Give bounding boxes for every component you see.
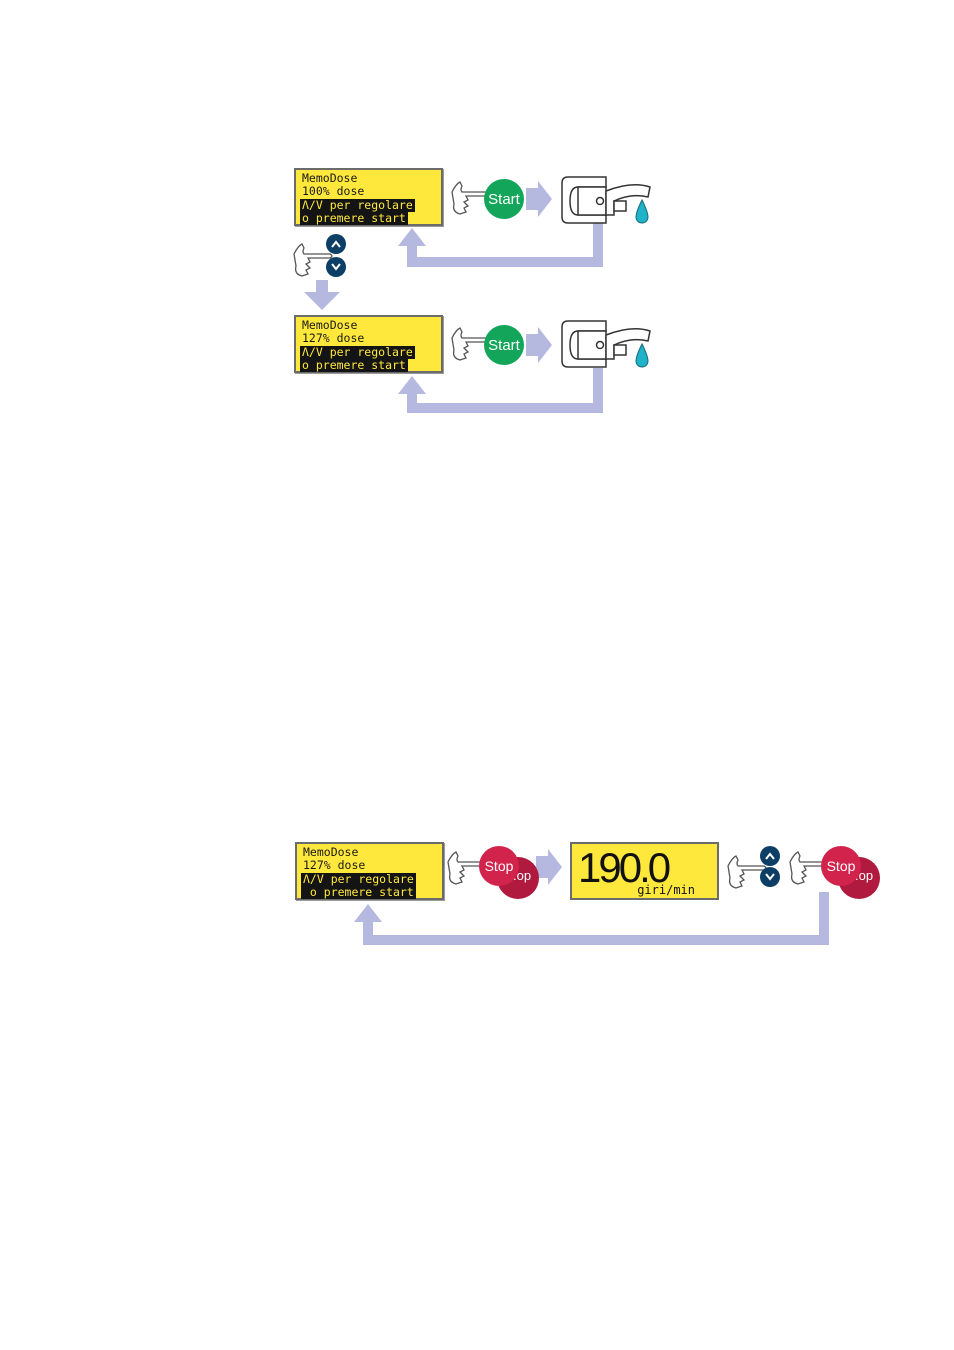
up-button[interactable]: [326, 234, 346, 254]
lcd-line-4: o premere start: [300, 210, 408, 226]
stop-button-1[interactable]: Stop: [479, 846, 519, 886]
speed-display: 190.0 giri/min: [570, 842, 719, 900]
chevron-up-icon: [331, 240, 341, 248]
lcd-display-3: MemoDose 127% dose Λ/V per regolare o pr…: [295, 842, 444, 900]
lcd-line-3: Λ/V per regolare: [301, 871, 416, 886]
lcd-display-2: MemoDose 127% dose Λ/V per regolare o pr…: [294, 315, 443, 373]
down-button-2[interactable]: [760, 867, 780, 887]
arrow-start-to-pump-2: [526, 327, 552, 363]
lcd-line-2: 127% dose: [303, 858, 366, 873]
drop-icon-2: [635, 343, 649, 368]
chevron-down-icon: [331, 263, 341, 271]
arrow-start-to-pump-1: [526, 181, 552, 217]
arrow-stop-to-speed: [536, 849, 562, 885]
lcd-line-2: 100% dose: [302, 184, 365, 199]
start-button-2[interactable]: Start: [484, 325, 524, 365]
drop-icon-1: [635, 199, 649, 224]
lcd-line-3: Λ/V per regolare: [300, 344, 415, 359]
return-loop-arrow-3: [354, 892, 829, 945]
lcd-line-1: MemoDose: [302, 318, 358, 332]
stop-button-2[interactable]: Stop: [821, 846, 861, 886]
lcd-line-1: MemoDose: [302, 171, 358, 185]
return-loop-arrow-2: [398, 368, 603, 413]
return-loop-arrow-1: [398, 222, 603, 267]
speed-unit: giri/min: [637, 883, 695, 897]
up-button-2[interactable]: [760, 846, 780, 866]
lcd-line-1: MemoDose: [303, 845, 359, 859]
start-button-1[interactable]: Start: [484, 179, 524, 219]
arrow-down-to-sequence-2: [304, 280, 340, 310]
speed-value: 190.0: [578, 844, 671, 891]
down-button[interactable]: [326, 257, 346, 277]
lcd-line-4: o premere start: [300, 357, 408, 373]
lcd-line-2: 127% dose: [302, 331, 365, 346]
lcd-line-4: o premere start: [301, 884, 416, 900]
chevron-down-icon: [765, 873, 775, 881]
lcd-line-3: Λ/V per regolare: [300, 197, 415, 212]
chevron-up-icon: [765, 852, 775, 860]
lcd-display-1: MemoDose 100% dose Λ/V per regolare o pr…: [294, 168, 443, 226]
